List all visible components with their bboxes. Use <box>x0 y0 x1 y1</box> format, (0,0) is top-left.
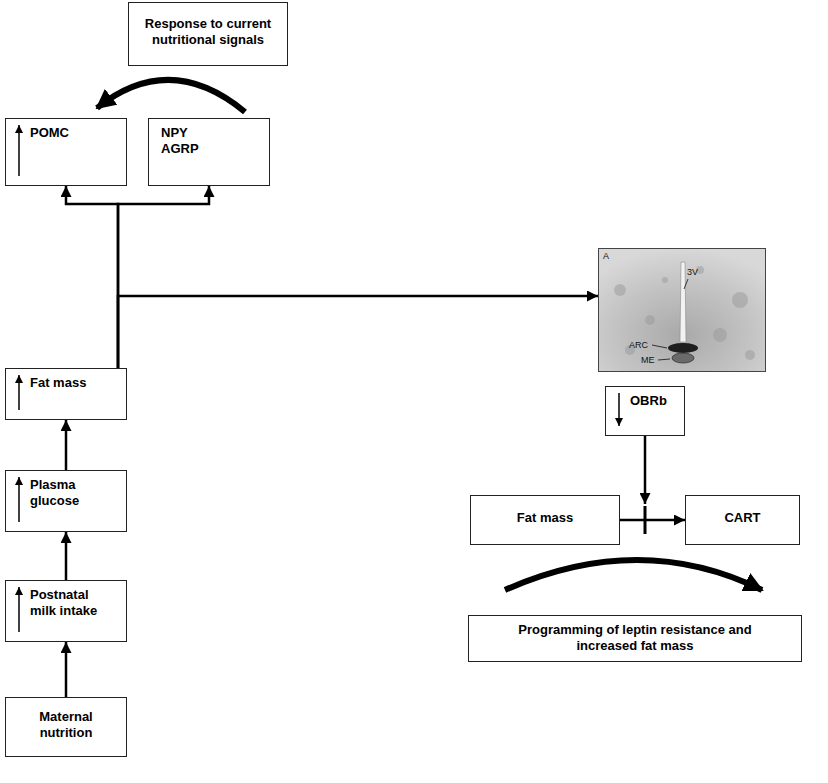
leader-line <box>658 359 670 360</box>
region-label: 3V <box>687 267 698 278</box>
trend-arrow <box>12 374 26 414</box>
node-label: OBRb <box>606 387 684 409</box>
state-box: Postnatal milk intake <box>5 580 127 642</box>
inhibition-bar <box>644 506 647 534</box>
node-label: Fat mass <box>6 369 126 391</box>
effect-arrow <box>644 436 647 504</box>
trend-arrow-line <box>18 477 20 522</box>
state-box: Plasma glucose <box>5 470 127 532</box>
node-label: Plasma glucose <box>6 471 79 509</box>
state-box: Fat mass <box>470 495 620 545</box>
arrow-connector <box>620 519 685 522</box>
leader-line <box>652 345 667 348</box>
node-label: CART <box>686 504 799 526</box>
node-label: Response to current nutritional signals <box>129 10 287 48</box>
curved-arrow <box>505 560 762 590</box>
state-box: Fat mass <box>5 368 127 420</box>
trend-arrow-line <box>618 393 620 426</box>
node-label: Fat mass <box>471 504 619 526</box>
outcome-box: Programming of leptin resistance and inc… <box>468 615 802 662</box>
arrow-connector <box>65 642 68 697</box>
trend-arrow-line <box>18 375 20 410</box>
node-label: Postnatal milk intake <box>6 581 116 619</box>
third-ventricle <box>680 262 686 342</box>
arrow-connector <box>118 186 209 368</box>
receptor-box: OBRb <box>605 386 685 436</box>
trend-arrow <box>12 586 26 636</box>
cause-box: Maternal nutrition <box>5 697 127 757</box>
trend-arrow <box>612 392 626 430</box>
curved-arrow <box>97 80 245 112</box>
gene-box: NPY AGRP <box>148 118 270 186</box>
node-label: NPY AGRP <box>149 119 199 157</box>
node-label: Maternal nutrition <box>33 703 98 741</box>
region-label: A <box>603 251 609 262</box>
trend-arrow <box>12 476 26 526</box>
arrow-connector <box>65 532 68 580</box>
arcuate-nucleus <box>668 343 698 353</box>
median-eminence <box>672 353 694 363</box>
gene-box: POMC <box>5 118 127 186</box>
peptide-box: CART <box>685 495 800 545</box>
brain-section <box>598 248 766 372</box>
micrograph-panel: A 3V ARC ME <box>598 248 766 372</box>
arrow-connector <box>66 186 118 368</box>
outcome-box: Response to current nutritional signals <box>128 2 288 66</box>
trend-arrow-line <box>18 125 20 176</box>
region-label: ARC <box>629 340 648 351</box>
trend-arrow <box>12 124 26 180</box>
node-label: Programming of leptin resistance and inc… <box>504 616 766 654</box>
leader-line <box>684 279 688 289</box>
arrow-connector <box>118 296 598 368</box>
trend-arrow-line <box>18 587 20 632</box>
region-label: ME <box>641 355 655 366</box>
arrow-connector <box>65 420 68 470</box>
node-label: POMC <box>6 119 126 141</box>
